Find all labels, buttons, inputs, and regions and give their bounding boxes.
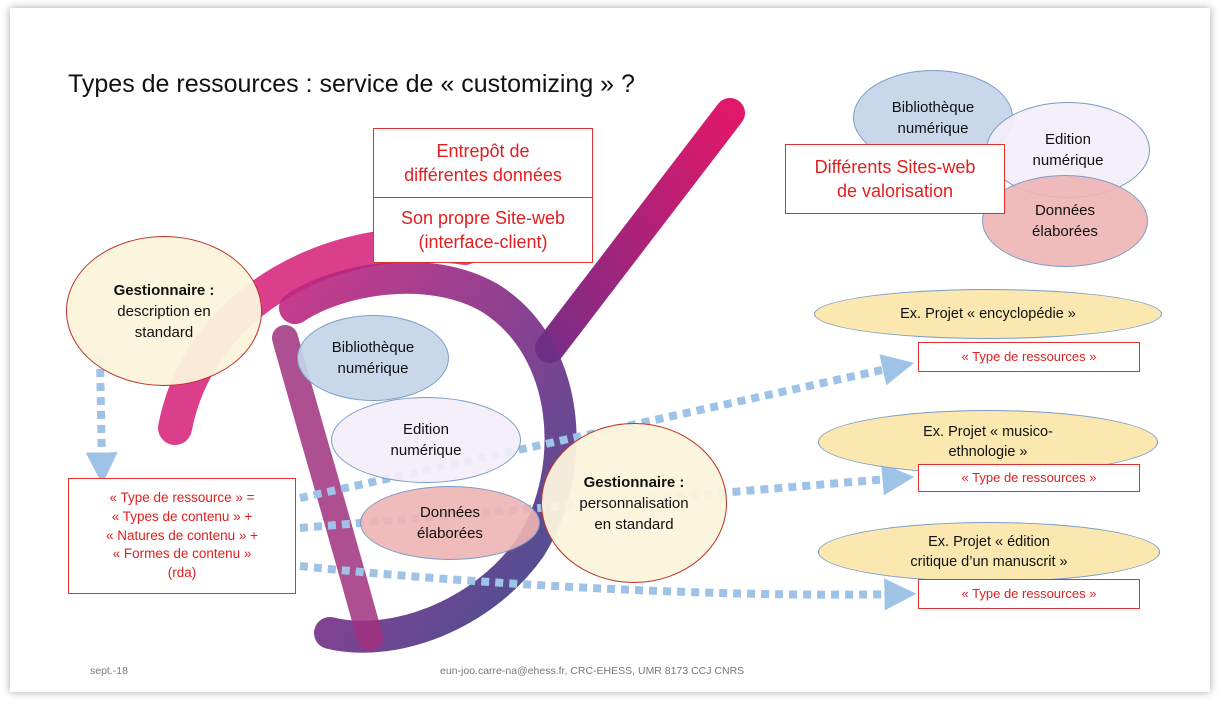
gestionnaire-description-ellipse: Gestionnaire : description en standard (66, 236, 262, 386)
center-biblio-ellipse: Bibliothèque numérique (297, 315, 449, 401)
project3-line2: critique d’un manuscrit » (910, 554, 1068, 570)
tr-edition-ellipse: Edition numérique (986, 102, 1150, 198)
project3-type: « Type de ressources » (961, 585, 1097, 601)
gestionnaire2-title: Gestionnaire : (583, 473, 685, 491)
footer-credit: eun-joo.carre-na@ehess.fr, CRC-EHESS, UM… (440, 665, 745, 677)
project1-type-box: « Type de ressources » (918, 342, 1140, 372)
center-donnees-line1: Données (419, 504, 481, 521)
type-line1: « Type de ressource » = (109, 489, 255, 505)
logo-d-shape (279, 261, 577, 653)
center-edition-ellipse: Edition numérique (331, 397, 521, 483)
son-site-line2: (interface-client) (418, 232, 548, 252)
center-edition-line1: Edition (403, 421, 449, 438)
arrow-to-project-3 (299, 562, 917, 611)
logo-d-bar (272, 325, 383, 651)
entrepot-line2: différentes données (404, 165, 562, 185)
project2-line2: ethnologie » (948, 444, 1028, 460)
slide-title: Types de ressources : service de « custo… (68, 70, 635, 98)
logo-stem (535, 98, 745, 363)
sites-web-line1: Différents Sites-web (814, 156, 976, 177)
center-biblio-line2: numérique (337, 360, 409, 377)
center-biblio-line1: Bibliothèque (331, 339, 415, 356)
tr-donnees-line2: élaborées (1032, 223, 1098, 240)
entrepot-box: Entrepôt de différentes données (373, 128, 593, 198)
center-donnees-ellipse: Données élaborées (360, 486, 540, 560)
sites-web-box: Différents Sites-web de valorisation (785, 144, 1005, 214)
type-line2: « Types de contenu » + (111, 508, 253, 524)
type-line4: « Formes de contenu » (112, 546, 252, 562)
project3-type-box: « Type de ressources » (918, 579, 1140, 609)
son-site-line1: Son propre Site-web (400, 207, 566, 228)
son-site-box: Son propre Site-web (interface-client) (373, 197, 593, 263)
project-encyclopedie-ellipse: Ex. Projet « encyclopédie » (814, 289, 1162, 339)
entrepot-line1: Entrepôt de (436, 140, 530, 161)
type-line5: (rda) (167, 565, 197, 581)
gestionnaire1-title: Gestionnaire : (113, 281, 215, 299)
slide: Types de ressources : service de « custo… (10, 8, 1210, 692)
type-line3: « Natures de contenu » + (106, 527, 258, 543)
project2-line1: Ex. Projet « musico- (923, 423, 1053, 440)
sites-web-line2: de valorisation (836, 181, 954, 201)
gestionnaire2-line1: personnalisation (579, 494, 689, 512)
project2-type: « Type de ressources » (961, 469, 1097, 485)
project-edition-critique-ellipse: Ex. Projet « édition critique d’un manus… (818, 522, 1160, 582)
gestionnaire-personnalisation-ellipse: Gestionnaire : personnalisation en stand… (541, 423, 727, 583)
tr-edition-line2: numérique (1032, 152, 1104, 169)
project2-type-box: « Type de ressources » (918, 464, 1140, 492)
project3-line1: Ex. Projet « édition (928, 533, 1050, 550)
gestionnaire1-line1: description en (117, 302, 211, 320)
tr-biblio-line1: Bibliothèque (891, 98, 975, 116)
center-edition-line2: numérique (390, 442, 462, 459)
tr-biblio-line2: numérique (897, 119, 969, 137)
project1-type: « Type de ressources » (961, 348, 1097, 364)
gestionnaire2-line2: en standard (594, 515, 674, 533)
footer-date: sept.-18 (90, 665, 128, 677)
project1-line1: Ex. Projet « encyclopédie » (900, 305, 1076, 322)
tr-edition-line1: Edition (1045, 131, 1091, 148)
tr-donnees-line1: Données (1034, 202, 1096, 219)
tr-donnees-ellipse: Données élaborées (982, 175, 1148, 267)
arrow-gestionnaire-to-type (85, 354, 118, 485)
type-ressource-box: « Type de ressource » = « Types de conte… (68, 478, 296, 594)
center-donnees-line2: élaborées (417, 525, 483, 542)
gestionnaire1-line2: standard (134, 323, 194, 341)
